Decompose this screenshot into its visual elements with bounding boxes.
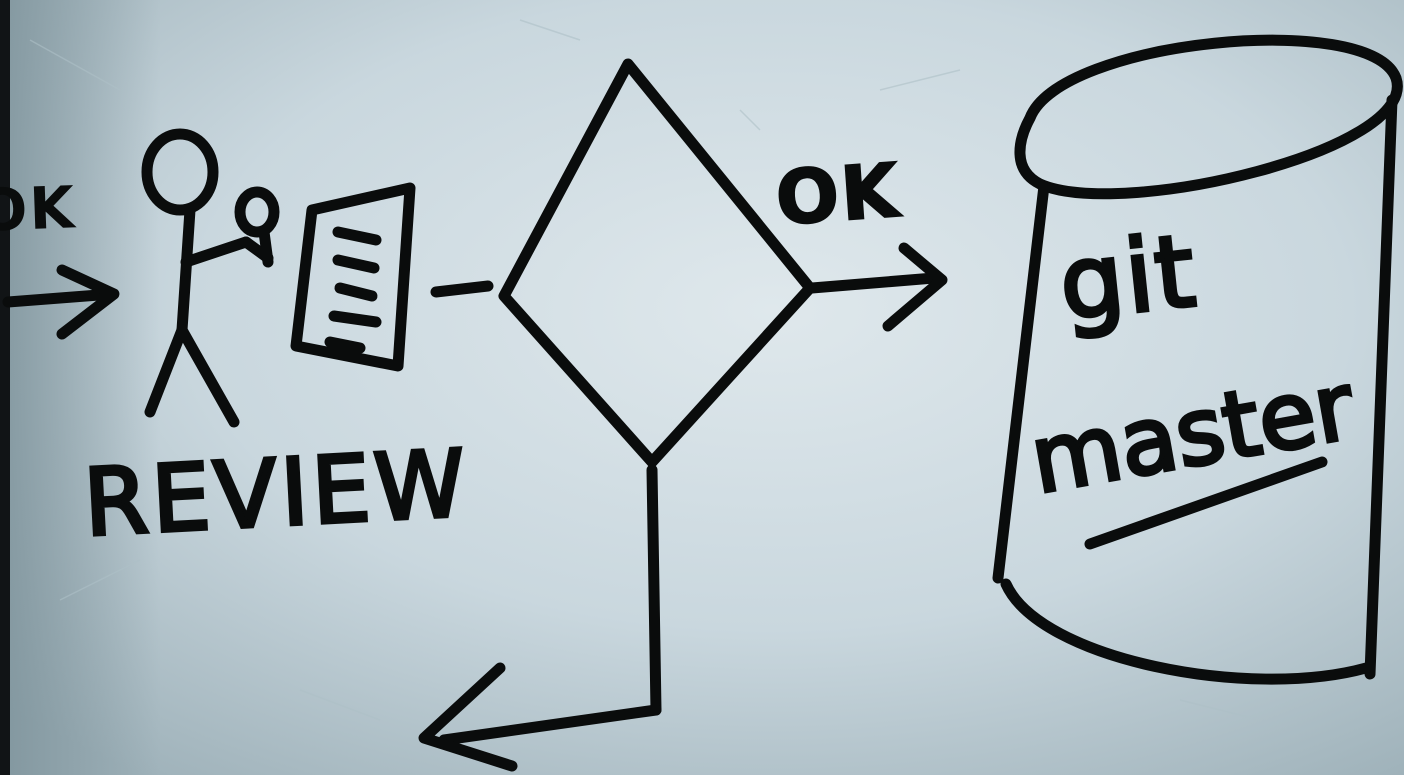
reviewer-stick-figure xyxy=(147,134,268,422)
git-label: git xyxy=(1055,221,1201,335)
incoming-ok-label: OK xyxy=(0,178,77,239)
incoming-arrow xyxy=(8,270,114,334)
ok-arrow-to-repo xyxy=(812,248,942,326)
decision-diamond xyxy=(504,64,810,462)
document-to-decision-connector xyxy=(436,286,488,292)
approved-ok-label: OK xyxy=(774,154,903,236)
document-icon xyxy=(296,188,410,366)
review-label: REVIEW xyxy=(82,438,472,550)
